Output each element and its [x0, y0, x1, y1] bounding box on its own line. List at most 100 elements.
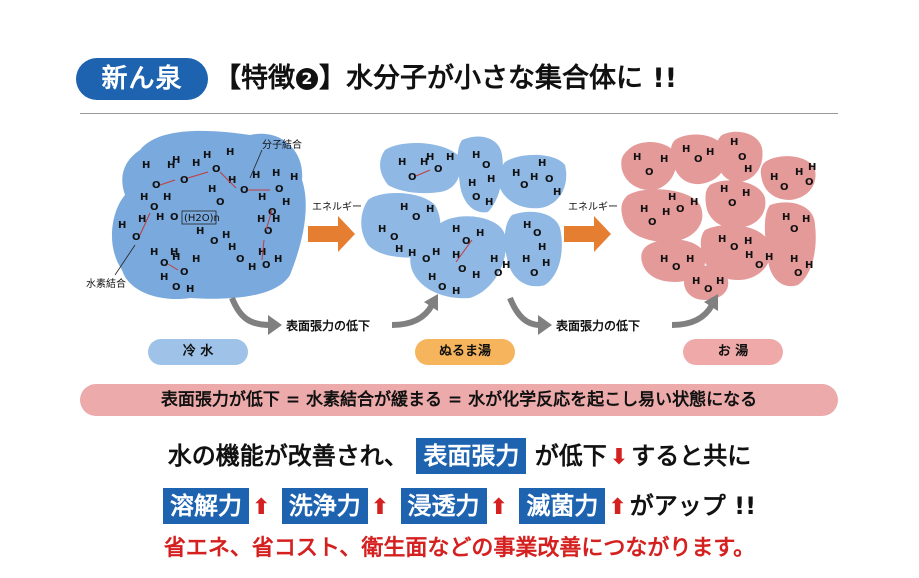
svg-text:O: O — [268, 207, 277, 218]
svg-text:H: H — [472, 150, 480, 161]
svg-text:H: H — [522, 254, 530, 265]
svg-text:H: H — [274, 254, 282, 265]
svg-text:O: O — [240, 185, 249, 196]
svg-text:H: H — [718, 234, 726, 245]
svg-text:H: H — [378, 224, 386, 235]
svg-text:H: H — [706, 147, 714, 158]
svg-text:H: H — [765, 252, 773, 263]
svg-text:O: O — [434, 164, 443, 175]
svg-text:H: H — [790, 254, 798, 265]
hot-molecules: HOH HOH HOH HOH HO HOH HOH HOH HOH HOH H… — [633, 137, 816, 295]
svg-text:H: H — [138, 214, 146, 225]
svg-text:H: H — [172, 155, 180, 166]
ability-cleaning: 洗浄力 — [281, 488, 368, 524]
svg-text:H: H — [258, 192, 266, 203]
svg-text:H: H — [805, 260, 813, 271]
svg-text:H: H — [400, 202, 408, 213]
line1-tail: すると共に — [631, 442, 752, 470]
svg-text:H: H — [203, 150, 211, 161]
svg-text:H: H — [426, 204, 434, 215]
up-arrow-icon: ⬆ — [608, 495, 627, 520]
svg-text:O: O — [210, 236, 219, 247]
svg-text:H: H — [716, 276, 724, 287]
energy-arrow-2 — [564, 216, 611, 252]
svg-text:O: O — [216, 197, 225, 208]
svg-text:O: O — [494, 268, 503, 279]
line1-after: が低下 — [534, 442, 607, 470]
svg-text:H: H — [682, 144, 690, 155]
svg-text:H: H — [252, 170, 260, 181]
svg-text:H: H — [692, 276, 700, 287]
svg-text:O: O — [730, 242, 739, 253]
svg-text:H: H — [222, 230, 230, 241]
svg-text:H: H — [196, 226, 204, 237]
svg-text:H: H — [192, 254, 200, 265]
headline-bracket-close: 】 — [319, 63, 346, 94]
ability-sterilization: 滅菌力 — [519, 488, 606, 524]
headline-title: 水分子が小さな集合体に !! — [346, 63, 678, 94]
svg-text:H: H — [272, 214, 280, 225]
svg-text:O: O — [645, 167, 654, 178]
svg-text:H: H — [485, 197, 493, 208]
svg-text:H: H — [512, 168, 520, 179]
svg-text:H: H — [186, 284, 194, 295]
svg-text:O: O — [533, 228, 542, 239]
svg-text:O: O — [180, 175, 189, 186]
hot-blobs — [621, 131, 816, 300]
svg-text:O: O — [780, 182, 789, 193]
svg-text:H: H — [272, 168, 280, 179]
state-hot-label: お 湯 — [683, 339, 783, 365]
tension-label-2: 表面張力の低下 — [555, 318, 640, 333]
svg-text:O: O — [728, 198, 737, 209]
svg-text:O: O — [462, 236, 471, 247]
tension-label-1: 表面張力の低下 — [285, 318, 370, 333]
svg-text:O: O — [694, 154, 703, 165]
svg-text:O: O — [150, 202, 159, 213]
svg-text:H: H — [795, 167, 803, 178]
bond-label: 分子結合 — [262, 138, 302, 151]
svg-text:O: O — [412, 212, 421, 223]
svg-text:H: H — [690, 197, 698, 208]
svg-text:O: O — [132, 232, 141, 243]
svg-text:H: H — [808, 162, 816, 173]
svg-text:O: O — [738, 152, 747, 163]
svg-text:O: O — [422, 254, 431, 265]
svg-text:H: H — [744, 164, 752, 175]
svg-text:O: O — [160, 258, 169, 269]
svg-text:H: H — [662, 207, 670, 218]
svg-text:H: H — [538, 242, 546, 253]
svg-text:H: H — [640, 204, 648, 215]
svg-text:O: O — [262, 260, 271, 271]
svg-text:H: H — [428, 272, 436, 283]
tension-arrow-1 — [229, 296, 271, 328]
svg-text:H: H — [248, 262, 256, 273]
svg-text:H: H — [487, 174, 495, 185]
svg-text:H: H — [228, 242, 236, 253]
svg-text:H: H — [502, 260, 510, 271]
svg-text:O: O — [755, 260, 764, 271]
svg-text:H: H — [660, 154, 668, 165]
svg-text:H: H — [633, 152, 641, 163]
svg-text:H: H — [660, 254, 668, 265]
svg-text:O: O — [172, 282, 181, 293]
hydrogen-bond-label: 水素結合 — [86, 277, 126, 290]
svg-text:O: O — [794, 268, 803, 279]
lukewarm-blobs — [361, 136, 567, 299]
summary-line-2: 溶解力⬆ 洗浄力⬆ 浸透力⬆ 滅菌力⬆がアップ !! — [0, 487, 919, 525]
cold-water-blob — [111, 130, 306, 300]
down-arrow-icon: ⬇ — [609, 445, 629, 470]
svg-text:H: H — [542, 258, 550, 269]
svg-text:O: O — [676, 204, 685, 215]
svg-text:H: H — [282, 197, 290, 208]
summary-line-1: 水の機能が改善され、 表面張力 が低下⬇すると共に — [0, 436, 919, 476]
svg-text:O: O — [530, 268, 539, 279]
svg-text:H: H — [530, 172, 538, 183]
svg-text:H: H — [490, 254, 498, 265]
svg-text:O: O — [236, 254, 245, 265]
svg-text:O: O — [790, 224, 799, 235]
svg-text:H: H — [686, 254, 694, 265]
svg-text:H: H — [452, 224, 460, 235]
